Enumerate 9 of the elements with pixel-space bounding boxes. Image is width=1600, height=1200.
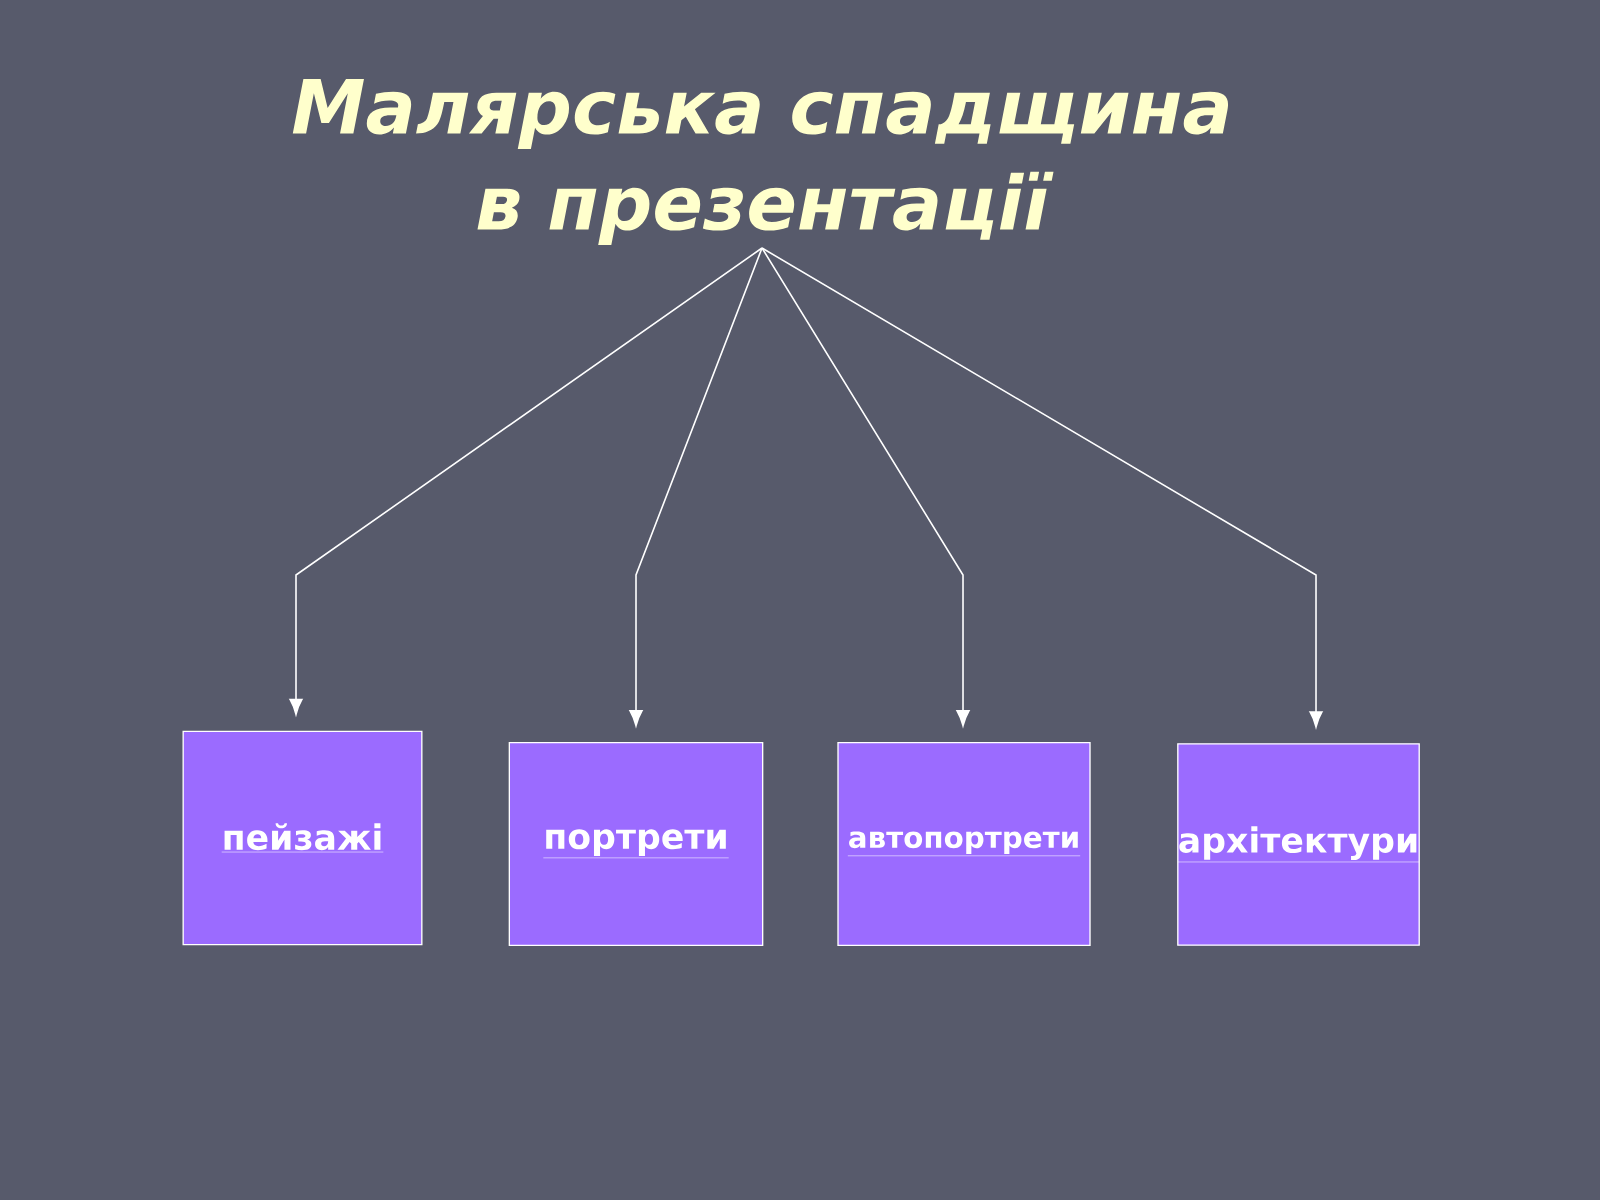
arrow [629, 247, 763, 727]
category-box: пейзажі [182, 730, 423, 946]
arrow [761, 247, 970, 727]
category-box: автопортрети [837, 742, 1091, 946]
category-box: архітектури [1177, 743, 1420, 946]
arrow [761, 247, 1323, 728]
arrow [289, 247, 763, 715]
title: Малярська спадщина в презентації [292, 79, 1229, 246]
category-box: портрети [508, 742, 764, 946]
